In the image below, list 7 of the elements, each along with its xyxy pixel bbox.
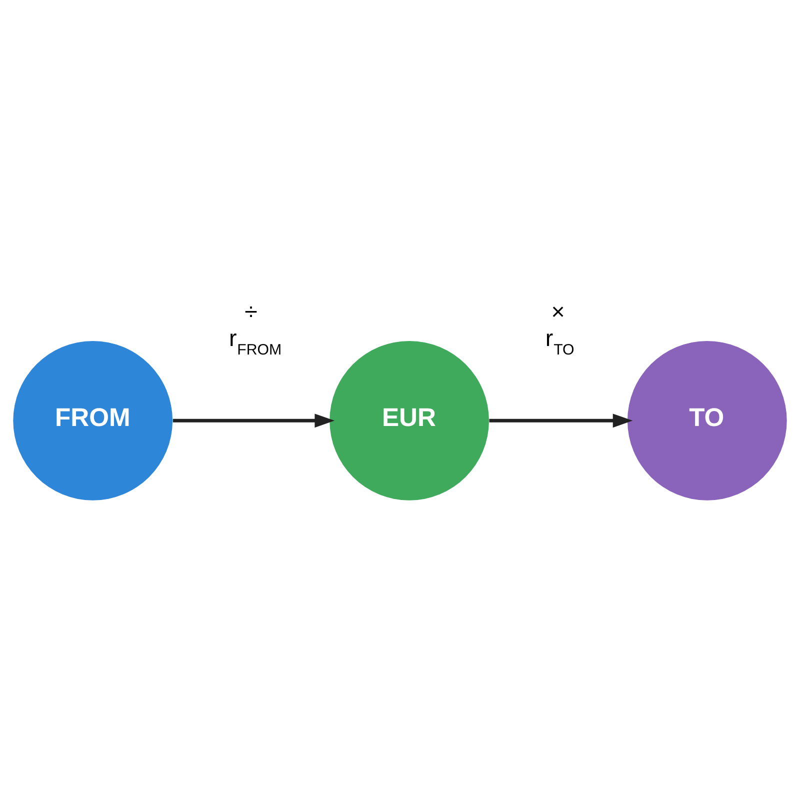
node-circle: FROM [13, 340, 173, 500]
edge-label: × r$_{TO}$ [545, 298, 574, 359]
node-circle: TO [627, 340, 787, 500]
node-circle: EUR [330, 340, 489, 500]
arrow [172, 414, 335, 428]
edge-label: ÷ r$_{FROM}$ [228, 298, 282, 359]
arrow [489, 414, 633, 428]
